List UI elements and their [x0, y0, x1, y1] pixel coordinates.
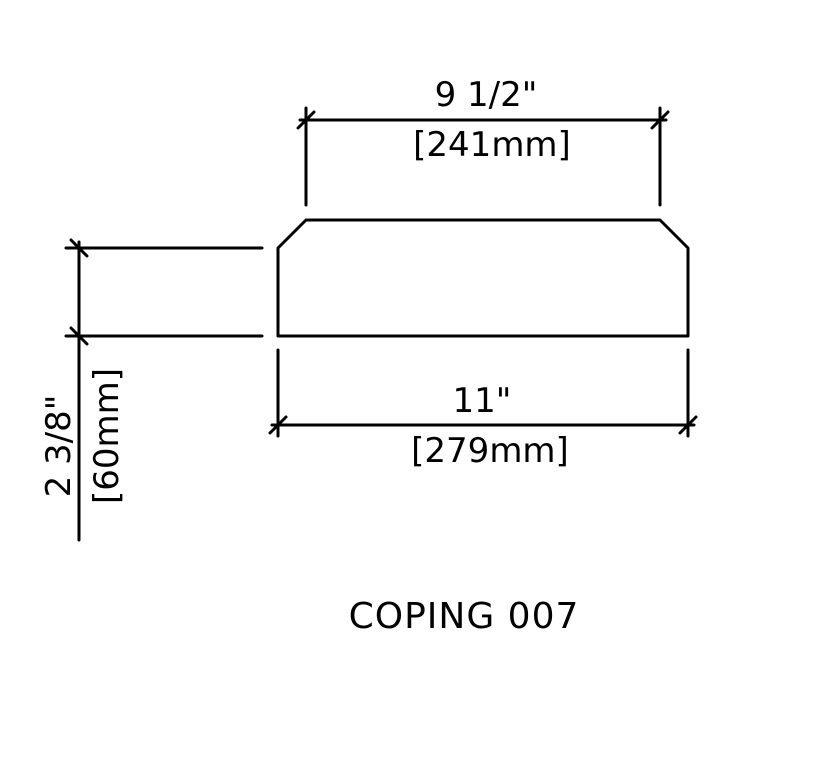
drawing-title: COPING 007: [349, 596, 580, 637]
top-width-imperial: 9 1/2": [435, 75, 538, 115]
bottom-tick-left: [268, 415, 288, 435]
top-tick-right: [650, 110, 670, 130]
height-tick-top: [69, 238, 89, 258]
bottom-tick-right: [678, 415, 698, 435]
top-tick-left: [296, 110, 316, 130]
bottom-width-imperial: 11": [453, 381, 512, 421]
bottom-width-metric: [279mm]: [411, 431, 569, 471]
height-metric: [60mm]: [87, 368, 127, 504]
top-width-dimension: 9 1/2" [241mm]: [296, 75, 670, 207]
bottom-width-dimension: 11" [279mm]: [268, 348, 698, 471]
height-dimension: 2 3/8" [60mm]: [39, 238, 264, 542]
top-width-metric: [241mm]: [413, 125, 571, 165]
height-tick-bottom: [69, 326, 89, 346]
coping-profile: [276, 218, 690, 338]
height-imperial: 2 3/8": [39, 395, 79, 498]
